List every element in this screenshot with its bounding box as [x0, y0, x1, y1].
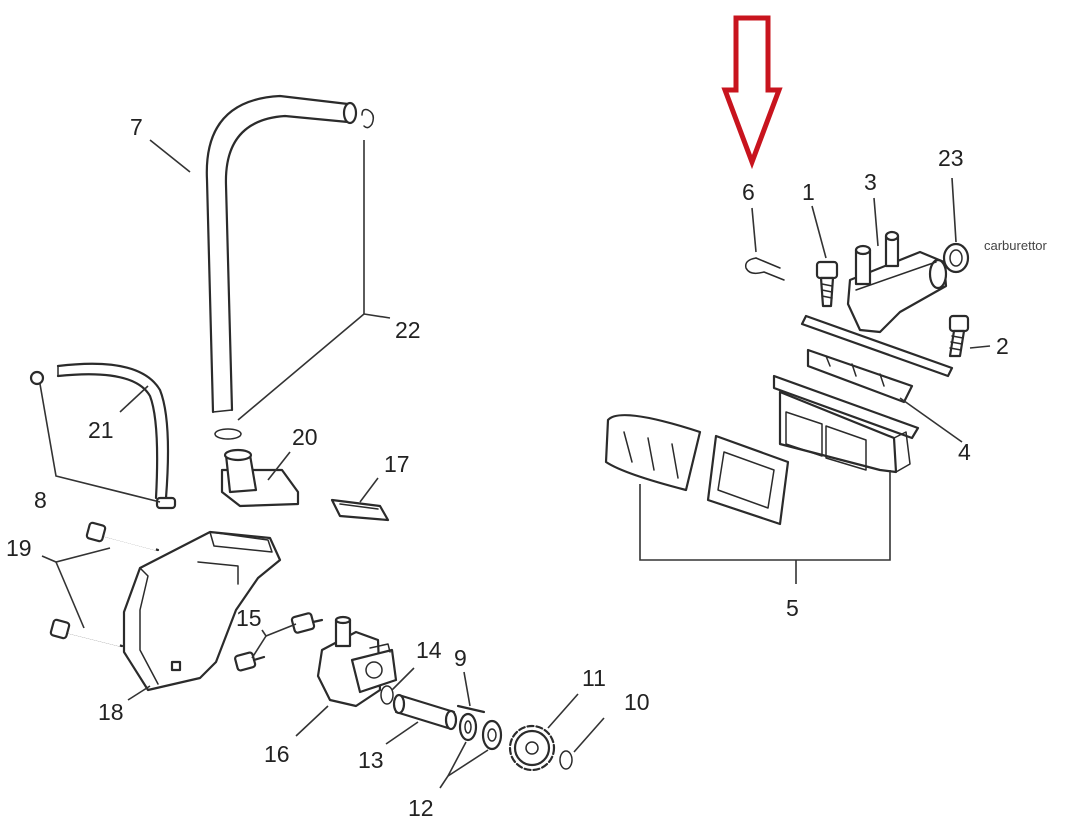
label-5: 5	[786, 595, 799, 621]
label-23: 23	[938, 145, 964, 171]
part-6-clip	[744, 257, 785, 281]
label-11: 11	[582, 665, 606, 691]
carburettor-annotation: carburettor	[984, 238, 1048, 253]
part-14-oring	[380, 685, 394, 705]
part-22-clip-bottom	[214, 428, 242, 440]
part-1-bolt	[815, 260, 839, 308]
part-21-small-hose	[56, 362, 170, 500]
label-18: 18	[98, 699, 124, 725]
part-labels: 7 22 21 8 20 17 19 18 15 16 14 9 13 12 1…	[6, 114, 1048, 821]
part-22-clip-top	[361, 108, 375, 129]
leader-lines	[39, 139, 991, 789]
highlight-arrow-icon	[721, 15, 783, 170]
reed-plate-center	[706, 434, 790, 526]
label-21: 21	[88, 417, 114, 443]
reed-petal-left	[604, 414, 702, 492]
gasket-plate-upper	[800, 314, 954, 378]
label-6: 6	[742, 179, 755, 205]
label-17: 17	[384, 451, 410, 477]
part-10-circlip	[559, 750, 573, 770]
label-4: 4	[958, 439, 971, 465]
part-3-manifold	[846, 230, 948, 334]
label-20: 20	[292, 424, 318, 450]
label-22: 22	[395, 317, 421, 343]
part-23-clamp	[942, 242, 970, 274]
part-11-gear	[508, 724, 556, 772]
label-10: 10	[624, 689, 650, 715]
label-3: 3	[864, 169, 877, 195]
label-14: 14	[416, 637, 442, 663]
label-12: 12	[408, 795, 434, 821]
label-8: 8	[34, 487, 47, 513]
part-13-shaft	[392, 693, 458, 731]
label-9: 9	[454, 645, 467, 671]
label-16: 16	[264, 741, 290, 767]
part-20-union	[220, 448, 300, 508]
spacer-plate	[806, 348, 914, 404]
label-19: 19	[6, 535, 32, 561]
part-19-bolts	[49, 521, 160, 648]
label-7: 7	[130, 114, 143, 140]
part-17-block	[330, 498, 390, 522]
label-13: 13	[358, 747, 384, 773]
label-15: 15	[236, 605, 262, 631]
label-1: 1	[802, 179, 815, 205]
part-18-cover	[122, 530, 282, 692]
part-2-bolt	[948, 314, 970, 358]
part-4-reed-block	[772, 374, 920, 474]
part-8-clips	[29, 370, 177, 510]
part-12-washers	[458, 712, 503, 751]
part-7-hose	[205, 94, 358, 414]
label-2: 2	[996, 333, 1009, 359]
part-16-oil-pump	[316, 615, 398, 708]
part-9-pin	[456, 704, 486, 714]
